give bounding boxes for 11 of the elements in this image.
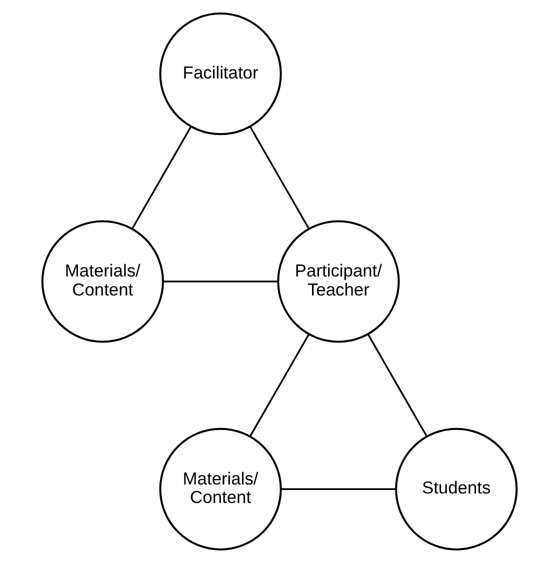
connector bbox=[162, 280, 278, 282]
connector bbox=[366, 334, 428, 437]
connector bbox=[280, 488, 396, 490]
connector bbox=[248, 334, 309, 437]
node-circle: Facilitator bbox=[158, 12, 282, 136]
node-circle: Students bbox=[394, 428, 518, 550]
node-circle: Materials/ Content bbox=[158, 428, 282, 550]
node-circle: Materials/ Content bbox=[40, 220, 164, 343]
node-circle: Participant/ Teacher bbox=[276, 220, 400, 343]
connector bbox=[249, 126, 310, 230]
connector bbox=[130, 126, 192, 230]
